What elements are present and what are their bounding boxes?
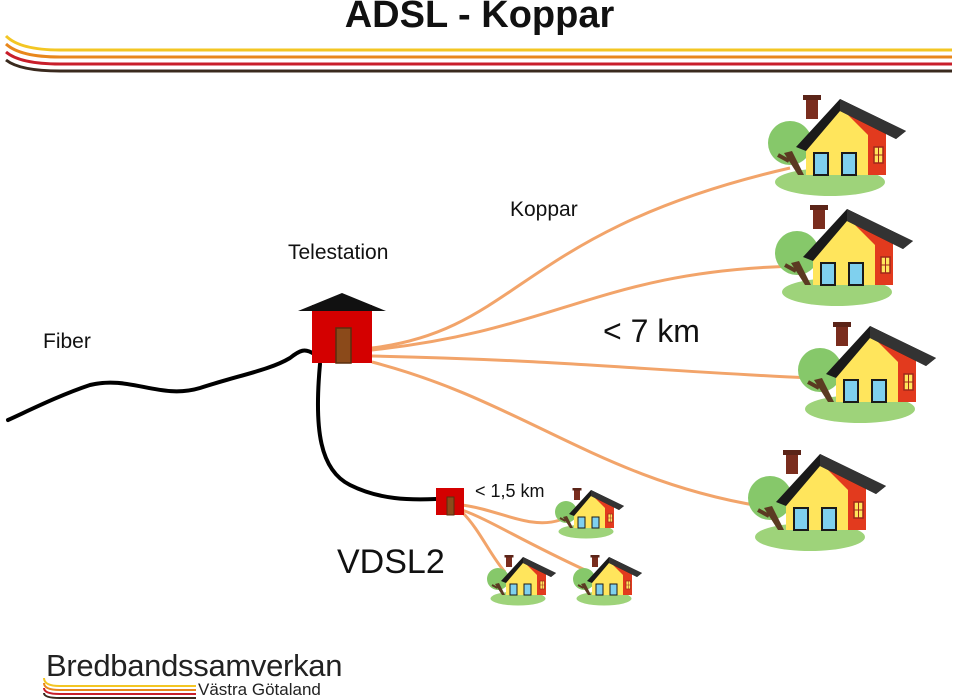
vdsl-cabinet: [436, 488, 464, 516]
koppar-label: Koppar: [510, 198, 578, 221]
house-large-4: [746, 448, 888, 553]
vdsl-label: VDSL2: [337, 543, 445, 581]
logo-region: Västra Götaland: [198, 680, 321, 699]
house-small-3: [572, 554, 643, 607]
house-small-1: [554, 487, 625, 540]
copper-short-lines: [460, 503, 586, 573]
distance-long-label: < 7 km: [603, 313, 700, 349]
header-stripes: [4, 34, 952, 73]
telestation-building: [298, 293, 386, 364]
house-large-2: [773, 203, 915, 308]
copper-long-lines: [371, 166, 811, 508]
logo-name: Bredbandssamverkan: [46, 648, 343, 683]
fiber-cable: [6, 348, 316, 422]
house-large-3: [796, 320, 938, 425]
logo-stripes: [43, 677, 196, 699]
page-title: ADSL - Koppar: [344, 0, 615, 36]
fiber-to-vdsl: [315, 362, 438, 502]
telestation-label: Telestation: [288, 241, 389, 264]
fiber-label: Fiber: [43, 330, 91, 353]
distance-short-label: < 1,5 km: [475, 481, 545, 501]
house-large-1: [766, 93, 908, 198]
